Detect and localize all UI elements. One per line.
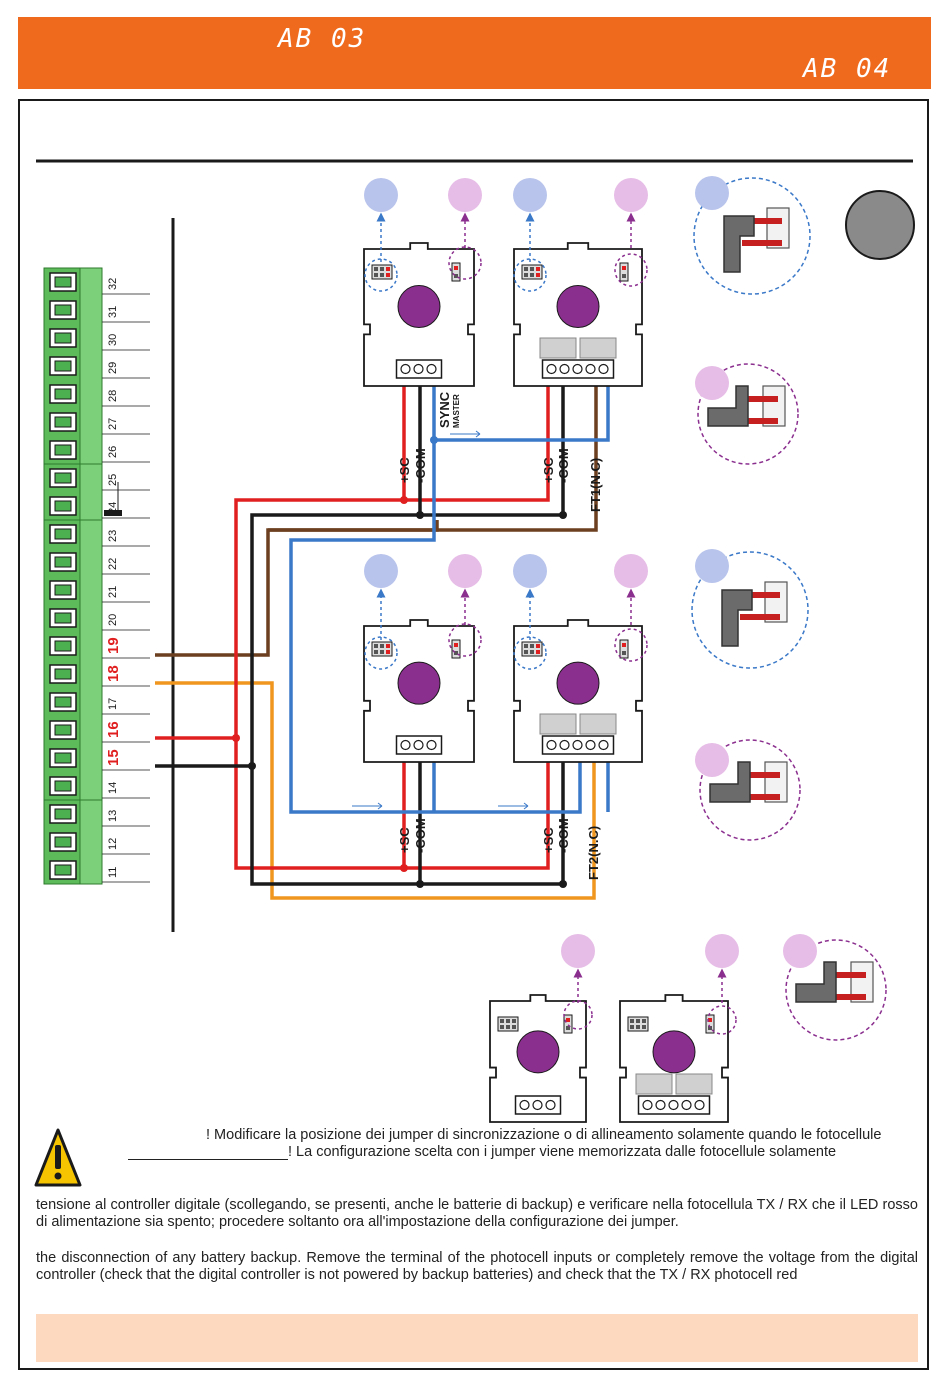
wire-group: [155, 378, 610, 900]
label-com-rx1: -COM: [556, 448, 571, 483]
wire-red-bottom-rx: [404, 758, 550, 870]
terminal-number: 31: [107, 306, 119, 318]
label-sc-tx2: +SC: [397, 827, 412, 853]
label-sc-rx1: +SC: [541, 457, 556, 483]
terminal-number: 23: [107, 530, 119, 542]
note-box: [36, 1314, 918, 1362]
terminal-number: 19: [105, 637, 122, 654]
wire-blue-sync: [289, 385, 582, 814]
jumper-plug-icon: [693, 176, 811, 295]
note-underline: [128, 1159, 288, 1160]
wire-red-16-top: [155, 385, 406, 740]
label-com-rx2: -COM: [556, 818, 571, 853]
wire-red-top-rx: [404, 380, 550, 502]
photocell-tx: [363, 619, 475, 763]
terminal-number: 18: [105, 665, 122, 682]
content-frame: [18, 99, 929, 1370]
wire-labels: +SC -COM SYNC MASTER +SC -COM FT1(N.C) +…: [397, 391, 603, 880]
terminal-number: 25: [107, 474, 119, 486]
terminal-number: 17: [107, 698, 119, 710]
label-sc-rx2: +SC: [541, 827, 556, 853]
wire-black-bottom-rx: [420, 758, 565, 886]
photocell-rx: [513, 242, 643, 387]
wire-brown-ft1: [268, 380, 598, 532]
wire-orange-18: [155, 681, 596, 900]
terminal-number: 11: [107, 867, 119, 878]
photocell-tx: [489, 994, 587, 1123]
english-instructions: the disconnection of any battery backup.…: [36, 1250, 918, 1283]
jumper-plug-icon: [783, 934, 887, 1041]
label-ft1: FT1(N.C): [588, 458, 603, 512]
terminal-number: 21: [107, 586, 119, 598]
terminal-number: 26: [107, 446, 119, 458]
label-com-tx2: -COM: [413, 818, 428, 853]
label-ft2: FT2(N.C): [586, 826, 601, 880]
label-master: MASTER: [452, 394, 461, 428]
label-sync: SYNC: [437, 391, 452, 428]
jumper-plug-icon: [695, 739, 801, 841]
page-code-right: AB 04: [803, 54, 892, 84]
warning-icon: [34, 1128, 82, 1187]
terminal-number: 29: [107, 362, 119, 374]
warning-note-1: ! Modificare la posizione dei jumper di …: [206, 1127, 882, 1143]
terminal-number: 13: [107, 810, 119, 822]
wire-black-15-top: [155, 385, 422, 768]
jumper-illustrations: [691, 176, 887, 1041]
jumper-plug-icon: [695, 363, 799, 465]
terminal-number: 27: [107, 418, 119, 430]
terminal-number: 20: [107, 614, 119, 626]
jumper-plug-icon: [691, 549, 809, 669]
wire-blue-sync-top: [434, 380, 610, 442]
terminal-number: 15: [105, 749, 122, 766]
photocell-rx: [513, 619, 643, 763]
junction-dots: [232, 436, 567, 888]
label-sc-tx1: +SC: [397, 457, 412, 483]
terminal-number: 22: [107, 558, 119, 570]
warning-note-2: ! La configurazione scelta con i jumper …: [288, 1144, 837, 1160]
terminal-number: 30: [107, 334, 119, 346]
setting-dial: [845, 190, 915, 260]
label-com-tx1: -COM: [413, 448, 428, 483]
sync-arrows: [352, 430, 529, 810]
terminal-number: 32: [107, 278, 119, 290]
terminal-number: 16: [105, 721, 122, 738]
photocell-rx: [619, 994, 729, 1123]
terminal-number: 12: [107, 838, 119, 850]
photocell-tx: [363, 242, 475, 387]
wire-black-bottom: [250, 758, 422, 886]
terminal-number: 28: [107, 390, 119, 402]
terminal-number: 14: [107, 782, 119, 794]
photocell-devices: [363, 178, 739, 1123]
italian-instructions: tensione al controller digitale (scolleg…: [36, 1197, 918, 1230]
page-code-left: AB 03: [278, 24, 367, 54]
terminal-block: 3231302928272625242322212019181716151413…: [43, 267, 150, 885]
header-bar: [18, 17, 931, 89]
